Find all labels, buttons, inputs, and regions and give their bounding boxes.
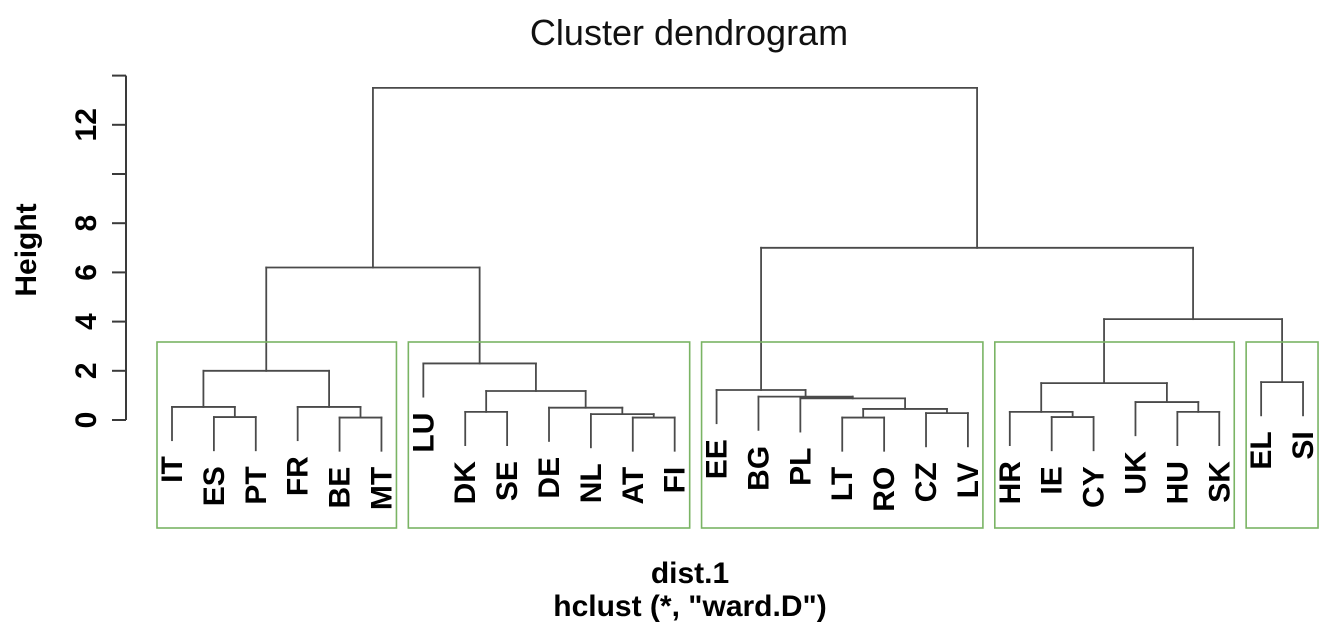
leaf-label: IE	[1036, 466, 1069, 494]
leaf-label: PL	[784, 448, 817, 486]
leaf-label: RO	[868, 467, 901, 512]
chart-title: Cluster dendrogram	[530, 12, 848, 53]
leaf-label: EL	[1245, 431, 1278, 469]
leaf-label: LT	[826, 467, 859, 501]
leaf-label: SE	[491, 461, 524, 501]
leaf-label: EE	[701, 439, 734, 479]
y-tick-label: 6	[70, 264, 103, 281]
leaf-label: SI	[1287, 431, 1320, 459]
y-axis: 0 2 4 6 8 12	[70, 74, 127, 429]
x-axis-label-line1: dist.1	[651, 557, 729, 590]
leaf-label: UK	[1119, 451, 1152, 495]
leaf-label: PT	[240, 466, 273, 504]
leaf-label: AT	[617, 467, 650, 505]
leaf-label: CZ	[910, 462, 943, 502]
leaf-label: HU	[1161, 461, 1194, 504]
cluster-box	[1245, 341, 1319, 529]
leaf-label: CY	[1078, 466, 1111, 508]
cluster-boxes	[156, 341, 1319, 529]
leaf-label: NL	[575, 463, 608, 503]
y-tick-label: 2	[70, 362, 103, 379]
leaf-label: DK	[449, 461, 482, 505]
cluster-box	[700, 341, 984, 529]
y-tick-label: 4	[70, 313, 103, 330]
x-axis-label-line2: hclust (*, "ward.D")	[553, 590, 826, 623]
leaf-label: LU	[407, 413, 440, 453]
leaf-label: IT	[156, 456, 189, 483]
leaf-label: FR	[282, 456, 315, 496]
leaf-label: FI	[659, 467, 692, 494]
leaf-label: ES	[198, 466, 231, 506]
leaf-label: BG	[742, 446, 775, 491]
cluster-box	[993, 341, 1236, 529]
y-tick-label: 0	[70, 412, 103, 429]
y-tick-label: 8	[70, 215, 103, 232]
cluster-box	[156, 341, 398, 529]
leaf-label: BE	[324, 467, 357, 509]
cluster-box	[407, 341, 691, 529]
dendrogram-tree	[171, 87, 1304, 452]
leaf-label: MT	[365, 467, 398, 510]
y-axis-label: Height	[10, 203, 43, 296]
leaf-label: DE	[533, 457, 566, 499]
y-tick-label: 12	[70, 108, 103, 141]
leaf-label: HR	[994, 461, 1027, 505]
leaf-label: SK	[1203, 461, 1236, 503]
leaf-label: LV	[952, 462, 985, 498]
